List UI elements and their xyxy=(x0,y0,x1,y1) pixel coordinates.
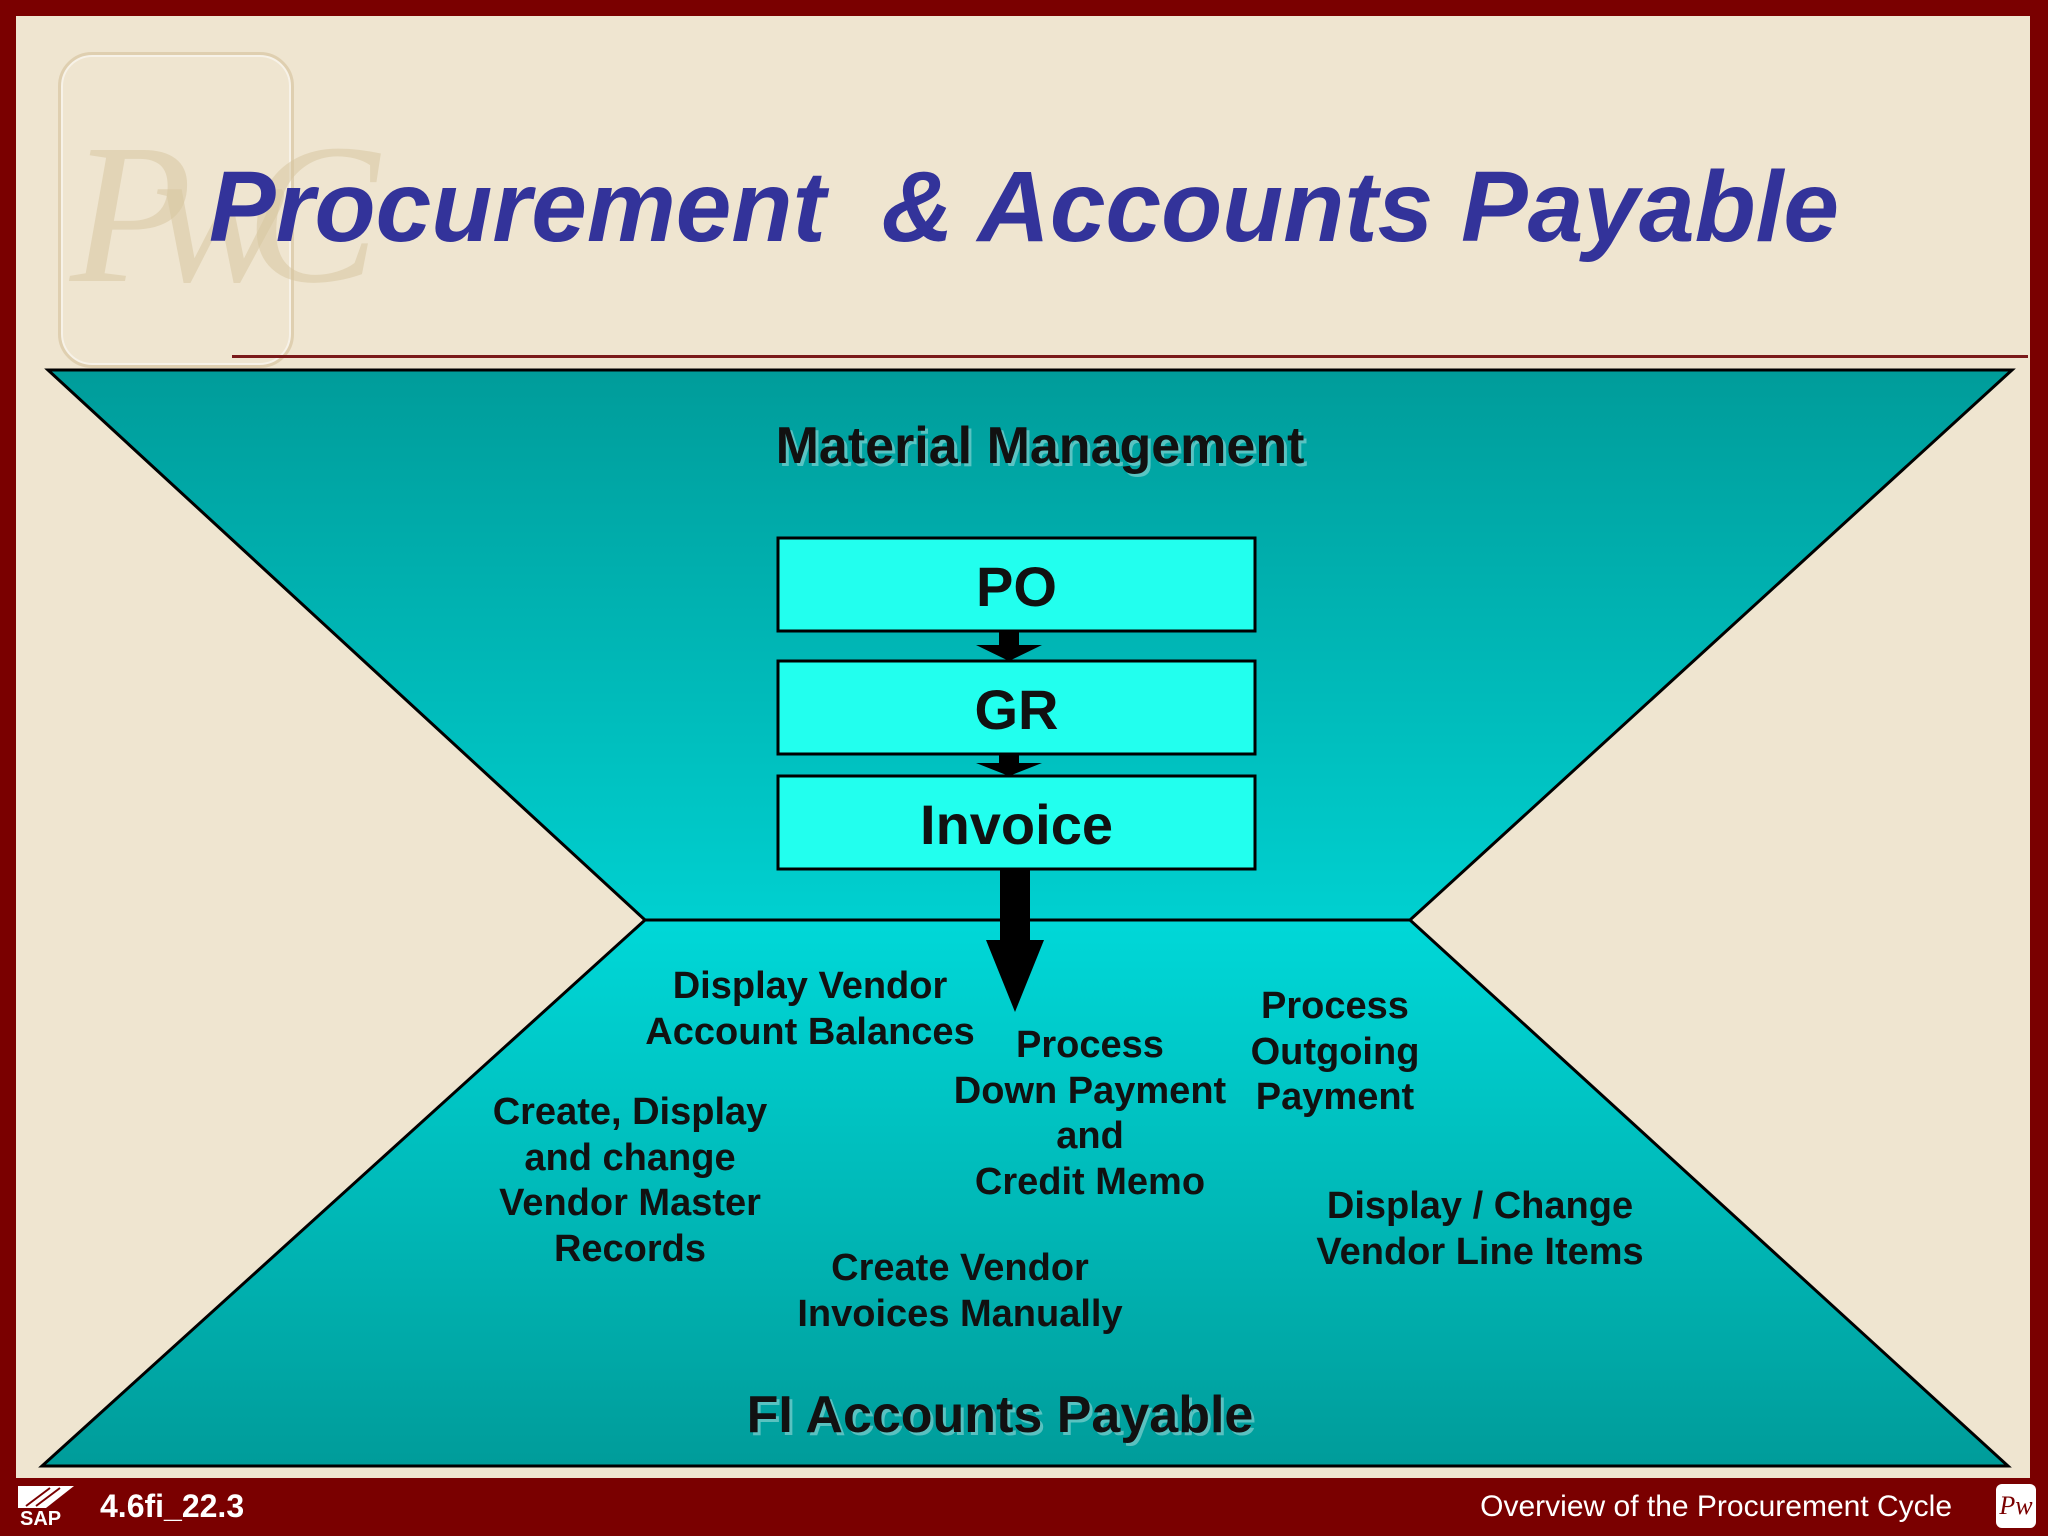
task-display-vendor-balances: Display Vendor Account Balances xyxy=(645,965,975,1053)
arrow-po-to-gr xyxy=(976,631,1042,661)
title-divider xyxy=(232,355,2028,358)
pwc-logo-icon: Pw xyxy=(1996,1484,2036,1528)
accounts-payable-funnel xyxy=(38,918,2012,1468)
invoice-label: Invoice xyxy=(920,793,1113,856)
watermark-logo xyxy=(58,52,294,368)
arrow-invoice-to-ap xyxy=(986,869,1044,1012)
pwc-logo-glyph: Pw xyxy=(1999,1491,2033,1520)
arrow-gr-to-invoice xyxy=(976,754,1042,776)
sap-logo-icon xyxy=(18,1486,74,1508)
slide-title: Procurement & Accounts Payable xyxy=(208,151,1840,263)
footer-caption: Overview of the Procurement Cycle xyxy=(1480,1490,1952,1523)
watermark-logo-text: PwC xyxy=(70,104,379,325)
task-vendor-master-records: Create, Display and change Vendor Master… xyxy=(492,1091,768,1270)
po-box xyxy=(776,536,1257,633)
task-create-vendor-invoices: Create Vendor Invoices Manually xyxy=(797,1247,1123,1335)
task-process-outgoing-payment: Process Outgoing Payment xyxy=(1250,985,1420,1119)
task-process-down-payment: Process Down Payment and Credit Memo xyxy=(953,1024,1227,1203)
sap-brand-text: SAP xyxy=(20,1508,62,1530)
fi-accounts-payable-label: FI Accounts Payable xyxy=(746,1386,1254,1444)
task-display-change-line-items: Display / Change Vendor Line Items xyxy=(1316,1185,1644,1273)
material-management-label: Material Management xyxy=(775,417,1305,475)
slide-code: 4.6fi_22.3 xyxy=(100,1488,245,1524)
gr-label: GR xyxy=(974,678,1059,741)
po-label: PO xyxy=(976,555,1057,618)
